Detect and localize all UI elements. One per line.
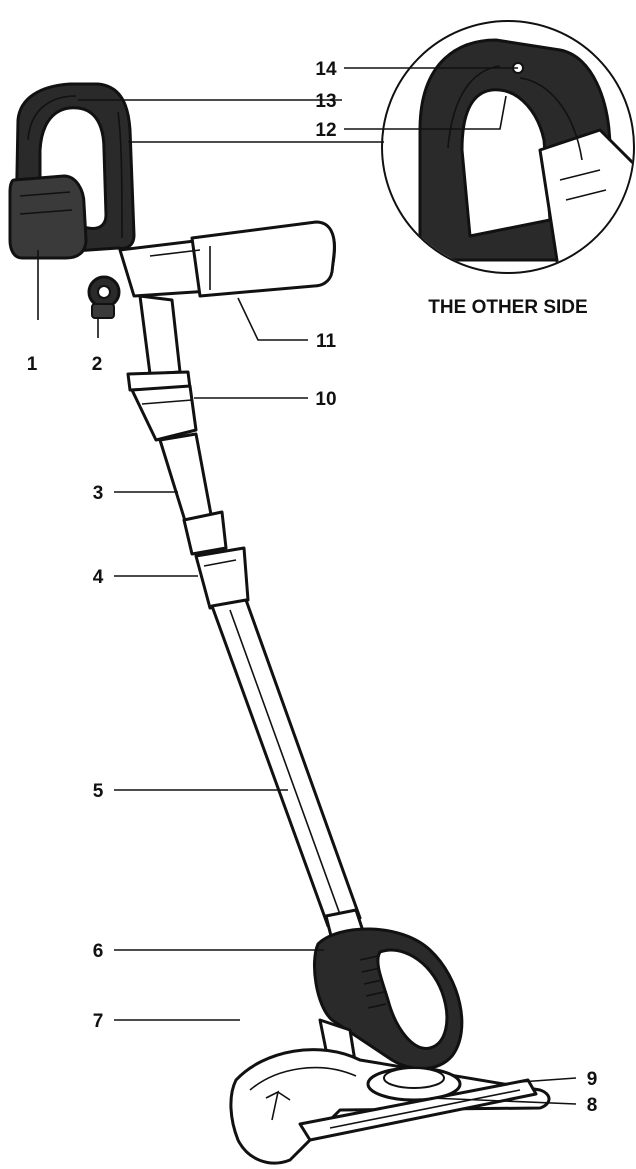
callout-numbers: 1 2 3 4 5 6 7 8 9 10 11 12 13 14 xyxy=(27,59,598,1116)
motor-vent-grille xyxy=(359,955,387,1009)
callout-12: 12 xyxy=(315,120,336,141)
front-handle xyxy=(118,220,336,298)
motor-housing xyxy=(312,908,464,1071)
callout-14: 14 xyxy=(315,59,337,80)
handle-bracket xyxy=(126,294,192,392)
rotation-arrow xyxy=(265,1090,291,1121)
cutting-blade xyxy=(298,1078,538,1142)
callout-8: 8 xyxy=(587,1095,598,1116)
callout-9: 9 xyxy=(587,1069,598,1090)
callout-6: 6 xyxy=(93,941,104,962)
callout-3: 3 xyxy=(93,483,104,504)
callout-4: 4 xyxy=(93,567,104,588)
battery-pack xyxy=(8,174,88,260)
height-adjust-collar xyxy=(182,510,250,610)
upper-shaft xyxy=(158,432,214,526)
callout-5: 5 xyxy=(93,781,104,802)
callout-13: 13 xyxy=(315,91,336,112)
inset-caption: THE OTHER SIDE xyxy=(428,297,587,318)
callout-2: 2 xyxy=(92,354,103,375)
inset-other-side xyxy=(381,20,635,274)
callout-7: 7 xyxy=(93,1011,104,1032)
upper-shaft-collar xyxy=(130,384,198,442)
trimmer-illustration xyxy=(8,82,551,1165)
callout-11: 11 xyxy=(316,331,337,352)
callout-1: 1 xyxy=(27,354,38,375)
spool-cap xyxy=(366,1066,462,1102)
handle-knob xyxy=(87,275,121,319)
leader-lines xyxy=(37,67,577,1105)
callout-10: 10 xyxy=(315,389,336,410)
